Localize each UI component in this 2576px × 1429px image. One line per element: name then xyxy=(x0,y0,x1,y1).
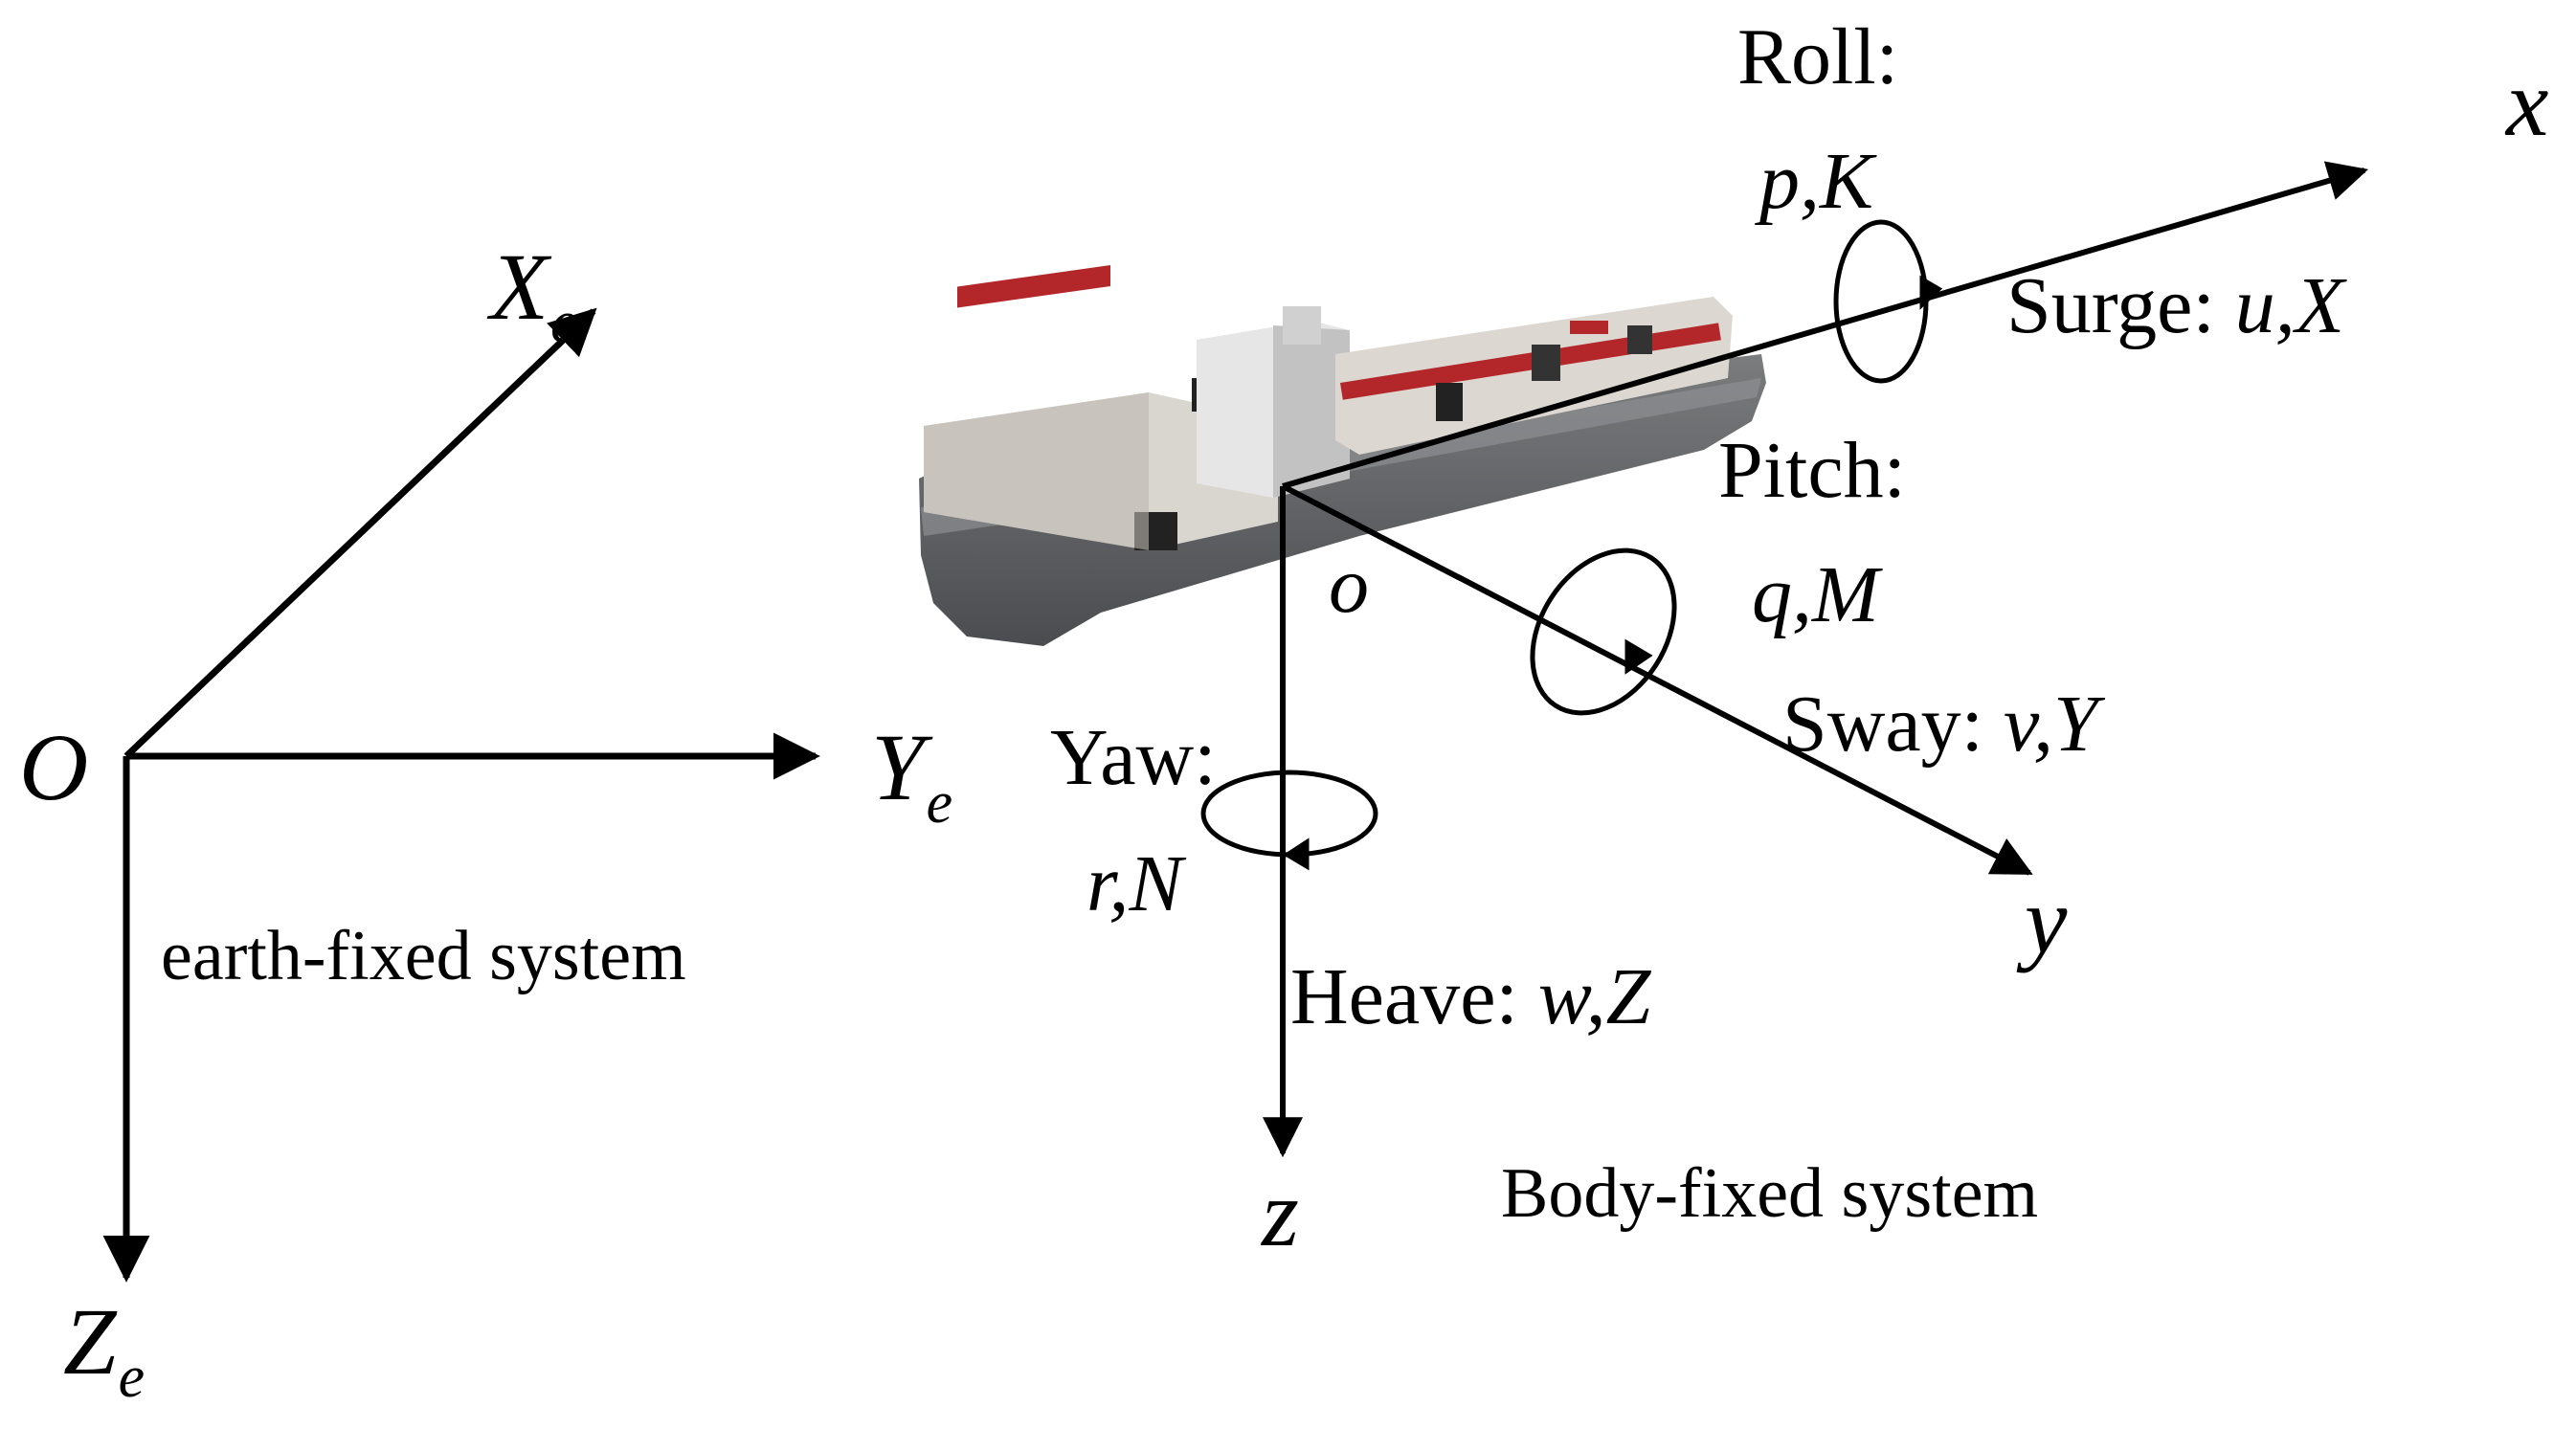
pitch-vars: q,M xyxy=(1752,550,1879,639)
body-caption: Body-fixed system xyxy=(1501,1154,2039,1233)
container-red-fore xyxy=(1340,323,1721,400)
pitch-name: Pitch: xyxy=(1718,426,1907,515)
surge-label: Surge: u,X xyxy=(2006,261,2345,350)
roll-arrowhead xyxy=(1919,275,1943,310)
container-red-fore-2 xyxy=(1570,321,1608,334)
container-dark-fore xyxy=(1436,383,1463,421)
container-red-aft xyxy=(957,264,1110,308)
pitch-rotation-icon xyxy=(1530,547,1677,716)
earth-z-label: Ze xyxy=(63,1288,146,1410)
roll-vars: p,K xyxy=(1759,137,1874,226)
body-origin-label: o xyxy=(1329,541,1369,630)
roll-name: Roll: xyxy=(1737,12,1899,101)
earth-origin-label: O xyxy=(19,714,89,820)
rotation-arrows xyxy=(1200,219,1943,871)
body-z-label: z xyxy=(1262,1160,1299,1266)
yaw-vars: r,N xyxy=(1086,839,1183,928)
earth-y-label: Ye xyxy=(871,714,953,836)
earth-x-label: Xe xyxy=(490,234,577,355)
body-x-axis xyxy=(1282,161,2369,489)
body-y-label: y xyxy=(2025,867,2068,973)
container-dark-fore-3 xyxy=(1627,325,1652,354)
earth-caption: earth-fixed system xyxy=(161,917,686,995)
container-ship-illustration xyxy=(919,264,1766,646)
body-x-label: x xyxy=(2506,50,2549,156)
earth-axes xyxy=(102,307,820,1283)
body-axes xyxy=(1263,161,2369,1158)
yaw-arrowhead xyxy=(1283,837,1310,871)
body-y-axis xyxy=(1281,483,2033,876)
heave-label: Heave: w,Z xyxy=(1290,952,1651,1041)
container-dark-fore-2 xyxy=(1532,345,1560,381)
pitch-arrowhead xyxy=(1624,638,1653,675)
yaw-rotation-icon xyxy=(1200,770,1378,858)
bridge-shade xyxy=(1273,325,1350,498)
yaw-name: Yaw: xyxy=(1050,713,1217,802)
earth-x-axis xyxy=(123,307,597,759)
funnel xyxy=(1283,306,1321,345)
aft-stack-shade xyxy=(924,392,1149,550)
sway-label: Sway: v,Y xyxy=(1782,680,2098,769)
